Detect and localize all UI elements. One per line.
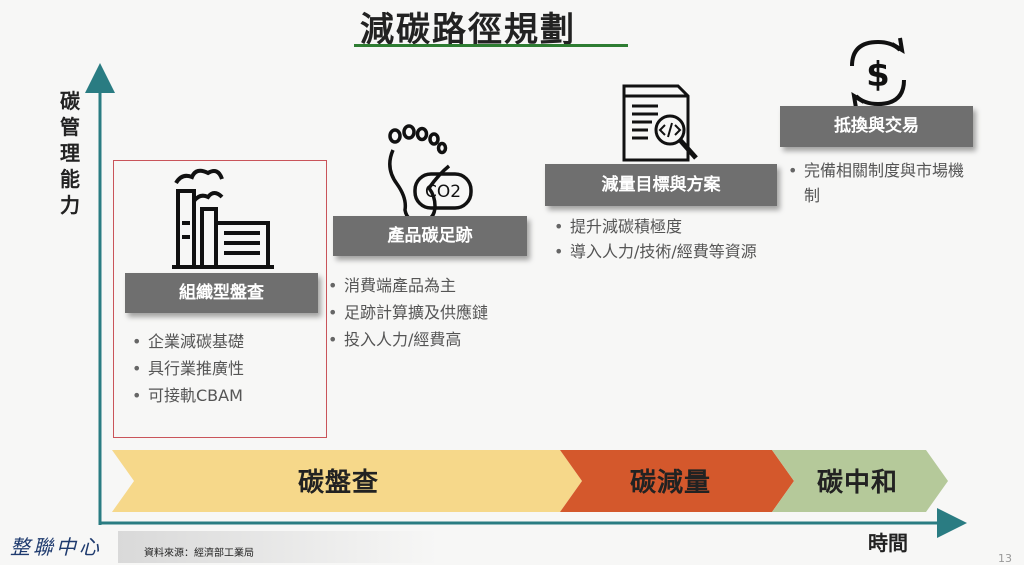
stage-1-bullets: 企業減碳基礎 具行業推廣性 可接軌CBAM xyxy=(130,328,244,409)
stage-2-bullets: 消費端產品為主 足跡計算擴及供應鏈 投入人力/經費高 xyxy=(326,272,488,353)
footprint-co2-icon: CO2 xyxy=(388,124,473,224)
stage-1-bullet: 可接軌CBAM xyxy=(130,382,244,409)
stage-1-label: 組織型盤查 xyxy=(125,273,318,313)
stage-1-bullet: 具行業推廣性 xyxy=(130,355,244,382)
stage-4-bullets: 完備相關制度與市場機制 xyxy=(786,158,972,208)
co2-icon-text: CO2 xyxy=(425,182,461,202)
page-number: 13 xyxy=(998,552,1012,565)
stage-3-bullet: 提升減碳積極度 xyxy=(552,214,770,239)
phase-label-carbon-neutral: 碳中和 xyxy=(817,468,899,498)
footer-bar xyxy=(118,531,438,563)
phase-arrow-carbon-neutral xyxy=(772,450,948,512)
footer-logo: 整聯中心 xyxy=(10,535,102,559)
svg-text:$: $ xyxy=(866,55,890,95)
stage-2-label: 產品碳足跡 xyxy=(333,216,527,256)
stage-2-bullet: 消費端產品為主 xyxy=(326,272,488,299)
stage-4-bullet: 完備相關制度與市場機制 xyxy=(786,158,972,208)
y-axis-label: 碳管理能力 xyxy=(60,89,80,217)
stage-4-label: 抵換與交易 xyxy=(780,106,973,147)
phase-label-carbon-reduction: 碳減量 xyxy=(630,468,712,498)
page-title: 減碳路徑規劃 xyxy=(360,10,576,50)
dollar-exchange-icon: $ xyxy=(850,37,906,109)
stage-1-bullet: 企業減碳基礎 xyxy=(130,328,244,355)
stage-3-bullet: 導入人力/技術/經費等資源 xyxy=(552,239,770,264)
phase-arrow-carbon-inventory xyxy=(112,450,582,512)
document-search-code-icon xyxy=(622,84,698,162)
footer-source: 資料來源：經濟部工業局 xyxy=(144,548,254,559)
stage-3-label: 減量目標與方案 xyxy=(545,164,777,206)
factory-icon xyxy=(172,168,274,269)
stage-2-bullet: 投入人力/經費高 xyxy=(326,326,488,353)
x-axis-label: 時間 xyxy=(868,531,908,555)
stage-2-bullet: 足跡計算擴及供應鏈 xyxy=(326,299,488,326)
phase-label-carbon-inventory: 碳盤查 xyxy=(298,468,380,498)
title-underline xyxy=(354,44,628,47)
phase-arrow-carbon-reduction xyxy=(560,450,794,512)
stage-3-bullets: 提升減碳積極度 導入人力/技術/經費等資源 xyxy=(552,214,770,264)
